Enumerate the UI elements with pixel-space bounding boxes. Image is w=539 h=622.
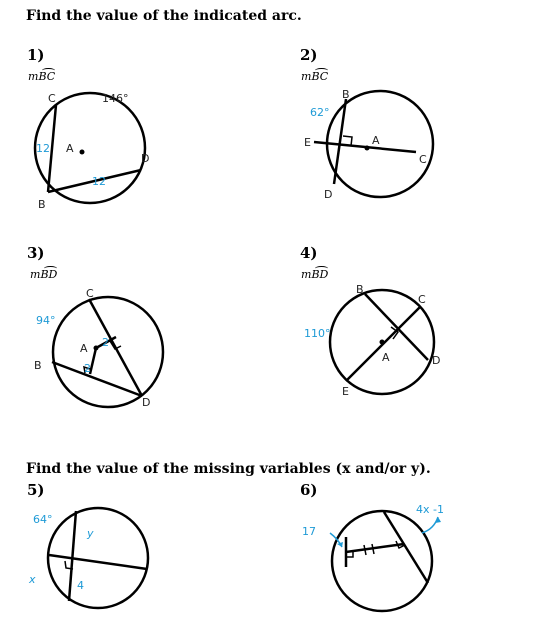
perp-bd <box>88 347 98 375</box>
center-point <box>364 145 370 151</box>
arrowhead-left <box>337 542 343 547</box>
tick-mark-1 <box>363 544 367 556</box>
center-point <box>379 339 385 345</box>
label-b: B <box>34 359 42 372</box>
chord-bd <box>47 168 142 194</box>
measure-letter: m <box>301 268 312 281</box>
section-heading-variables: Find the value of the missing variables … <box>26 461 431 477</box>
problem-6-number: 6) <box>300 481 318 499</box>
arc-measure-4x-1: 4x -1 <box>416 503 444 516</box>
perp-cd <box>95 335 117 350</box>
problem-5-figure: 64° y x 4 <box>28 506 150 610</box>
chord-length-bottom: 12 <box>92 175 106 188</box>
label-a: A <box>80 342 88 355</box>
label-c: C <box>86 287 94 300</box>
label-a: A <box>66 142 74 155</box>
label-c: C <box>418 293 426 306</box>
problem-4-number: 4) <box>300 244 318 262</box>
problem-5-number: 5) <box>27 481 45 499</box>
diameter <box>382 511 430 584</box>
problem-6-figure: 17 4x -1 <box>302 503 444 613</box>
chord-vertical <box>67 510 78 602</box>
chord-bd <box>364 293 429 361</box>
problem-2-arc-label: mBC <box>301 68 329 83</box>
arc-name: BD <box>40 266 58 281</box>
measure-letter: m <box>301 70 312 83</box>
label-b: B <box>356 283 364 296</box>
arc-name: BD <box>311 266 329 281</box>
right-angle-mark <box>64 560 74 570</box>
problem-1-arc-label: mBC <box>28 68 56 83</box>
problem-2-figure: B E A C D 62° <box>304 88 435 201</box>
label-d: D <box>142 396 150 409</box>
label-a: A <box>382 351 390 364</box>
arc-measure-110: 110° <box>304 327 331 340</box>
perp-to-diameter <box>345 542 405 554</box>
problem-3-number: 3) <box>27 244 45 262</box>
problem-4-figure: B C A D E 110° <box>304 283 440 398</box>
circle <box>330 509 434 613</box>
tick-mark-2 <box>371 543 375 555</box>
variable-x: x <box>28 573 36 586</box>
problem-2-number: 2) <box>300 46 318 64</box>
section-heading-arcs: Find the value of the indicated arc. <box>26 8 302 24</box>
label-a: A <box>372 134 380 147</box>
problem-3-figure: C B A D 94° 2 2 <box>34 287 165 409</box>
chord-bd <box>332 98 348 185</box>
label-c: C <box>419 153 427 166</box>
problem-4-arc-label: mBD <box>301 266 329 281</box>
label-d: D <box>432 354 440 367</box>
right-angle-mark <box>342 135 353 147</box>
arrowhead-right <box>435 517 441 523</box>
circle <box>328 288 436 396</box>
right-angle-mark-1 <box>109 340 122 350</box>
right-angle-mark-1 <box>346 551 354 558</box>
variable-y: y <box>86 527 94 540</box>
circle <box>51 295 165 409</box>
right-angle-mark-2 <box>83 365 91 374</box>
distance-2-bottom: 2 <box>84 362 91 375</box>
arrow-right <box>421 516 439 534</box>
circle <box>33 91 147 205</box>
right-angle-mark-2 <box>395 540 406 550</box>
arc-name: BC <box>311 68 329 83</box>
problem-1-number: 1) <box>27 46 45 64</box>
arc-measure-62: 62° <box>310 106 330 119</box>
arc-measure-94: 94° <box>36 314 56 327</box>
chord-bd <box>51 360 143 398</box>
arc-measure-146: 146° <box>102 92 129 105</box>
chord-length-left: 12 <box>36 142 50 155</box>
right-angle-mark <box>390 326 400 340</box>
label-c: C <box>48 92 56 105</box>
center-point <box>93 345 99 351</box>
chord-cd <box>87 298 144 397</box>
distance-2-top: 2 <box>102 336 109 349</box>
label-d: D <box>324 188 332 201</box>
label-e: E <box>304 136 311 149</box>
arc-measure-64: 64° <box>33 513 53 526</box>
measure-letter: m <box>28 70 39 83</box>
label-b: B <box>38 198 46 211</box>
circle <box>46 506 150 610</box>
length-4: 4 <box>77 579 84 592</box>
diameter-horizontal <box>48 553 148 571</box>
label-d: D <box>141 152 149 165</box>
label-b: B <box>342 88 350 101</box>
problem-3-arc-label: mBD <box>30 266 58 281</box>
arc-name: BC <box>38 68 56 83</box>
chord-cb <box>46 104 58 193</box>
arc-measure-17: 17 <box>302 525 316 538</box>
label-e: E <box>342 385 349 398</box>
center-point <box>79 149 85 155</box>
problem-1-figure: C B D A 146° 12 12 <box>33 91 149 211</box>
measure-letter: m <box>30 268 41 281</box>
